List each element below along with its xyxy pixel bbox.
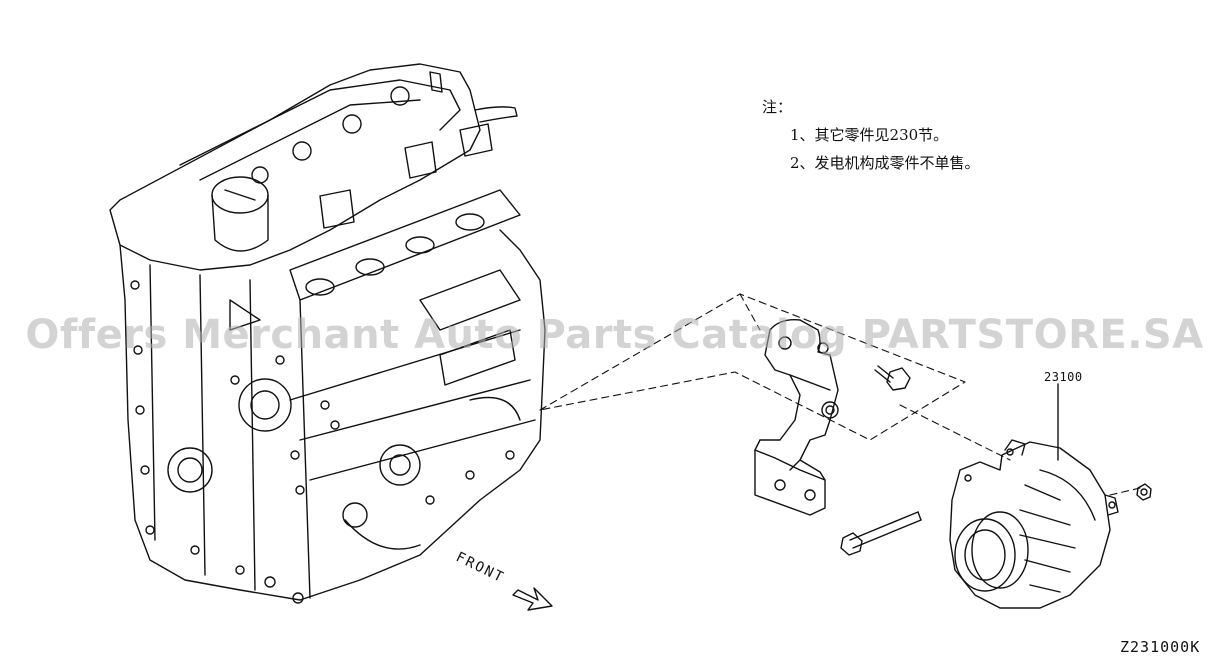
notes-title: 注：: [762, 98, 793, 116]
front-label: FRONT: [453, 549, 507, 586]
note-item-2: 2、发电机构成零件不单售。: [790, 154, 980, 172]
assembly-lines: [539, 293, 1141, 496]
front-arrow-icon: [512, 587, 553, 611]
note-item-1: 1、其它零件见230节。: [790, 126, 949, 144]
part-number-label[interactable]: 23100: [1044, 370, 1083, 384]
alternator-bracket: [754, 319, 839, 516]
engine-block: [109, 63, 546, 604]
diagram-code: Z231000K: [1120, 638, 1201, 656]
terminal-nut: [1136, 483, 1152, 501]
long-bolt: [840, 511, 922, 556]
bracket-bolt: [874, 365, 911, 391]
alternator: [949, 439, 1119, 609]
watermark: Offers Merchant Auto Parts Catalog PARTS…: [25, 312, 1204, 358]
